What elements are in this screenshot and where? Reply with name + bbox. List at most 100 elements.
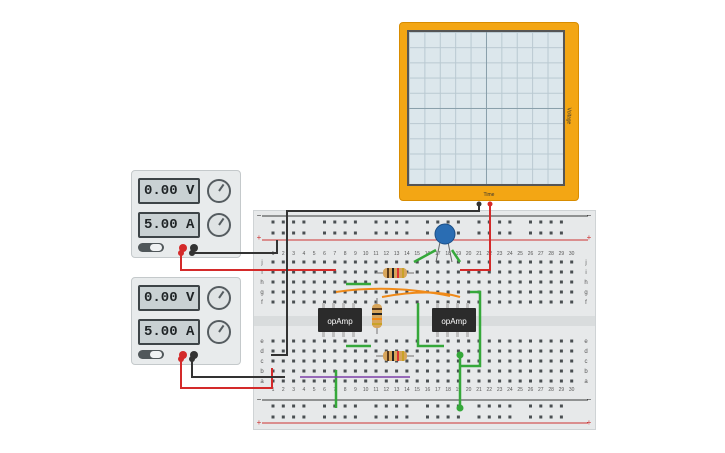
breadboard-hole[interactable]: [353, 359, 357, 363]
breadboard-hole[interactable]: [487, 280, 491, 284]
breadboard-hole[interactable]: [395, 280, 399, 284]
breadboard-hole[interactable]: [539, 369, 543, 373]
voltage-knob[interactable]: [207, 286, 231, 310]
breadboard-hole[interactable]: [323, 404, 326, 408]
breadboard-hole[interactable]: [364, 280, 368, 284]
breadboard-hole[interactable]: [426, 280, 429, 284]
breadboard-hole[interactable]: [549, 349, 553, 353]
breadboard-hole[interactable]: [405, 369, 409, 373]
breadboard-hole[interactable]: [477, 280, 481, 284]
breadboard-hole[interactable]: [498, 404, 502, 408]
breadboard-hole[interactable]: [498, 415, 502, 419]
breadboard-hole[interactable]: [456, 260, 460, 264]
breadboard-hole[interactable]: [353, 300, 357, 304]
breadboard-hole[interactable]: [508, 260, 512, 264]
breadboard-hole[interactable]: [529, 404, 532, 408]
breadboard-hole[interactable]: [518, 349, 522, 353]
breadboard-hole[interactable]: [559, 359, 563, 363]
breadboard-hole[interactable]: [343, 231, 347, 235]
breadboard-hole[interactable]: [374, 220, 378, 224]
breadboard-hole[interactable]: [559, 231, 563, 235]
breadboard-hole[interactable]: [477, 220, 481, 224]
breadboard-hole[interactable]: [333, 231, 337, 235]
breadboard-hole[interactable]: [333, 415, 337, 419]
current-knob[interactable]: [207, 213, 231, 237]
breadboard-hole[interactable]: [312, 270, 316, 274]
breadboard-hole[interactable]: [302, 404, 306, 408]
breadboard-hole[interactable]: [446, 290, 450, 294]
breadboard-hole[interactable]: [559, 404, 563, 408]
breadboard-hole[interactable]: [323, 300, 326, 304]
breadboard-hole[interactable]: [415, 270, 419, 274]
breadboard-hole[interactable]: [508, 359, 512, 363]
breadboard-hole[interactable]: [508, 415, 512, 419]
breadboard-hole[interactable]: [281, 220, 285, 224]
breadboard-hole[interactable]: [570, 280, 574, 284]
breadboard-hole[interactable]: [364, 349, 368, 353]
breadboard-hole[interactable]: [446, 369, 450, 373]
breadboard-hole[interactable]: [353, 280, 357, 284]
breadboard-hole[interactable]: [323, 280, 326, 284]
breadboard-hole[interactable]: [508, 349, 512, 353]
breadboard-hole[interactable]: [405, 231, 409, 235]
breadboard-hole[interactable]: [302, 339, 306, 343]
breadboard-hole[interactable]: [487, 290, 491, 294]
breadboard-hole[interactable]: [559, 349, 563, 353]
breadboard-hole[interactable]: [312, 260, 316, 264]
breadboard-hole[interactable]: [529, 260, 532, 264]
breadboard-hole[interactable]: [312, 290, 316, 294]
breadboard-hole[interactable]: [467, 379, 471, 383]
breadboard-hole[interactable]: [384, 379, 388, 383]
breadboard-hole[interactable]: [559, 290, 563, 294]
breadboard-hole[interactable]: [436, 270, 440, 274]
breadboard-hole[interactable]: [498, 280, 502, 284]
breadboard-hole[interactable]: [302, 260, 306, 264]
breadboard-hole[interactable]: [343, 339, 347, 343]
breadboard-hole[interactable]: [529, 379, 532, 383]
breadboard-hole[interactable]: [405, 290, 409, 294]
breadboard-hole[interactable]: [508, 270, 512, 274]
breadboard-hole[interactable]: [374, 359, 378, 363]
breadboard-hole[interactable]: [333, 260, 337, 264]
breadboard-hole[interactable]: [487, 339, 491, 343]
breadboard-hole[interactable]: [529, 280, 532, 284]
breadboard-hole[interactable]: [436, 220, 440, 224]
breadboard-hole[interactable]: [446, 404, 450, 408]
negative-terminal[interactable]: [190, 244, 198, 252]
breadboard-hole[interactable]: [353, 404, 357, 408]
breadboard-hole[interactable]: [415, 260, 419, 264]
breadboard-hole[interactable]: [323, 369, 326, 373]
breadboard-hole[interactable]: [343, 300, 347, 304]
breadboard-hole[interactable]: [333, 270, 337, 274]
breadboard-hole[interactable]: [508, 339, 512, 343]
breadboard-hole[interactable]: [333, 220, 337, 224]
breadboard-hole[interactable]: [281, 270, 285, 274]
breadboard-hole[interactable]: [467, 339, 471, 343]
breadboard-hole[interactable]: [549, 260, 553, 264]
breadboard-hole[interactable]: [302, 349, 306, 353]
breadboard-hole[interactable]: [281, 379, 285, 383]
breadboard-hole[interactable]: [436, 369, 440, 373]
breadboard-hole[interactable]: [281, 349, 285, 353]
breadboard-hole[interactable]: [271, 339, 275, 343]
breadboard-hole[interactable]: [498, 270, 502, 274]
voltage-knob[interactable]: [207, 179, 231, 203]
breadboard-hole[interactable]: [487, 359, 491, 363]
breadboard-hole[interactable]: [281, 300, 285, 304]
breadboard-hole[interactable]: [456, 231, 460, 235]
breadboard-hole[interactable]: [539, 359, 543, 363]
breadboard-hole[interactable]: [364, 359, 368, 363]
breadboard-hole[interactable]: [559, 220, 563, 224]
breadboard-hole[interactable]: [477, 231, 481, 235]
breadboard-hole[interactable]: [508, 379, 512, 383]
breadboard-hole[interactable]: [343, 415, 347, 419]
breadboard-hole[interactable]: [559, 300, 563, 304]
oscilloscope[interactable]: Time Voltage: [399, 22, 579, 201]
power-supply-top[interactable]: 0.00 V 5.00 A: [131, 170, 241, 258]
breadboard-hole[interactable]: [508, 231, 512, 235]
breadboard-hole[interactable]: [456, 415, 460, 419]
breadboard-hole[interactable]: [364, 300, 368, 304]
breadboard-hole[interactable]: [312, 300, 316, 304]
breadboard-hole[interactable]: [343, 359, 347, 363]
breadboard-hole[interactable]: [281, 339, 285, 343]
